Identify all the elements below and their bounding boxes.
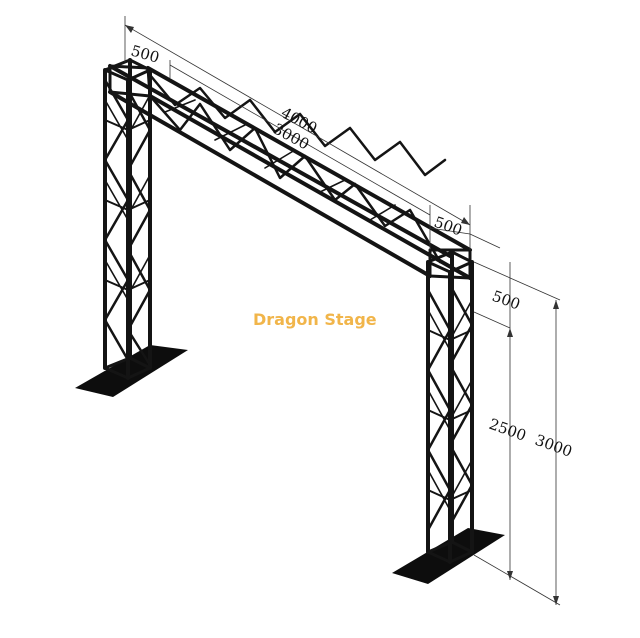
right-tower — [426, 250, 474, 564]
left-base-plate — [75, 345, 188, 397]
top-beam — [108, 64, 472, 280]
dimension-label-top-right-width: 500 — [432, 213, 465, 240]
watermark-text: Dragon Stage — [253, 310, 377, 329]
dimension-label-total-height: 3000 — [533, 431, 575, 461]
left-tower — [103, 58, 152, 380]
dimension-lines — [124, 16, 561, 606]
dimension-label-clear-height: 2500 — [487, 415, 529, 445]
dimension-label-beam-depth: 500 — [490, 287, 523, 314]
